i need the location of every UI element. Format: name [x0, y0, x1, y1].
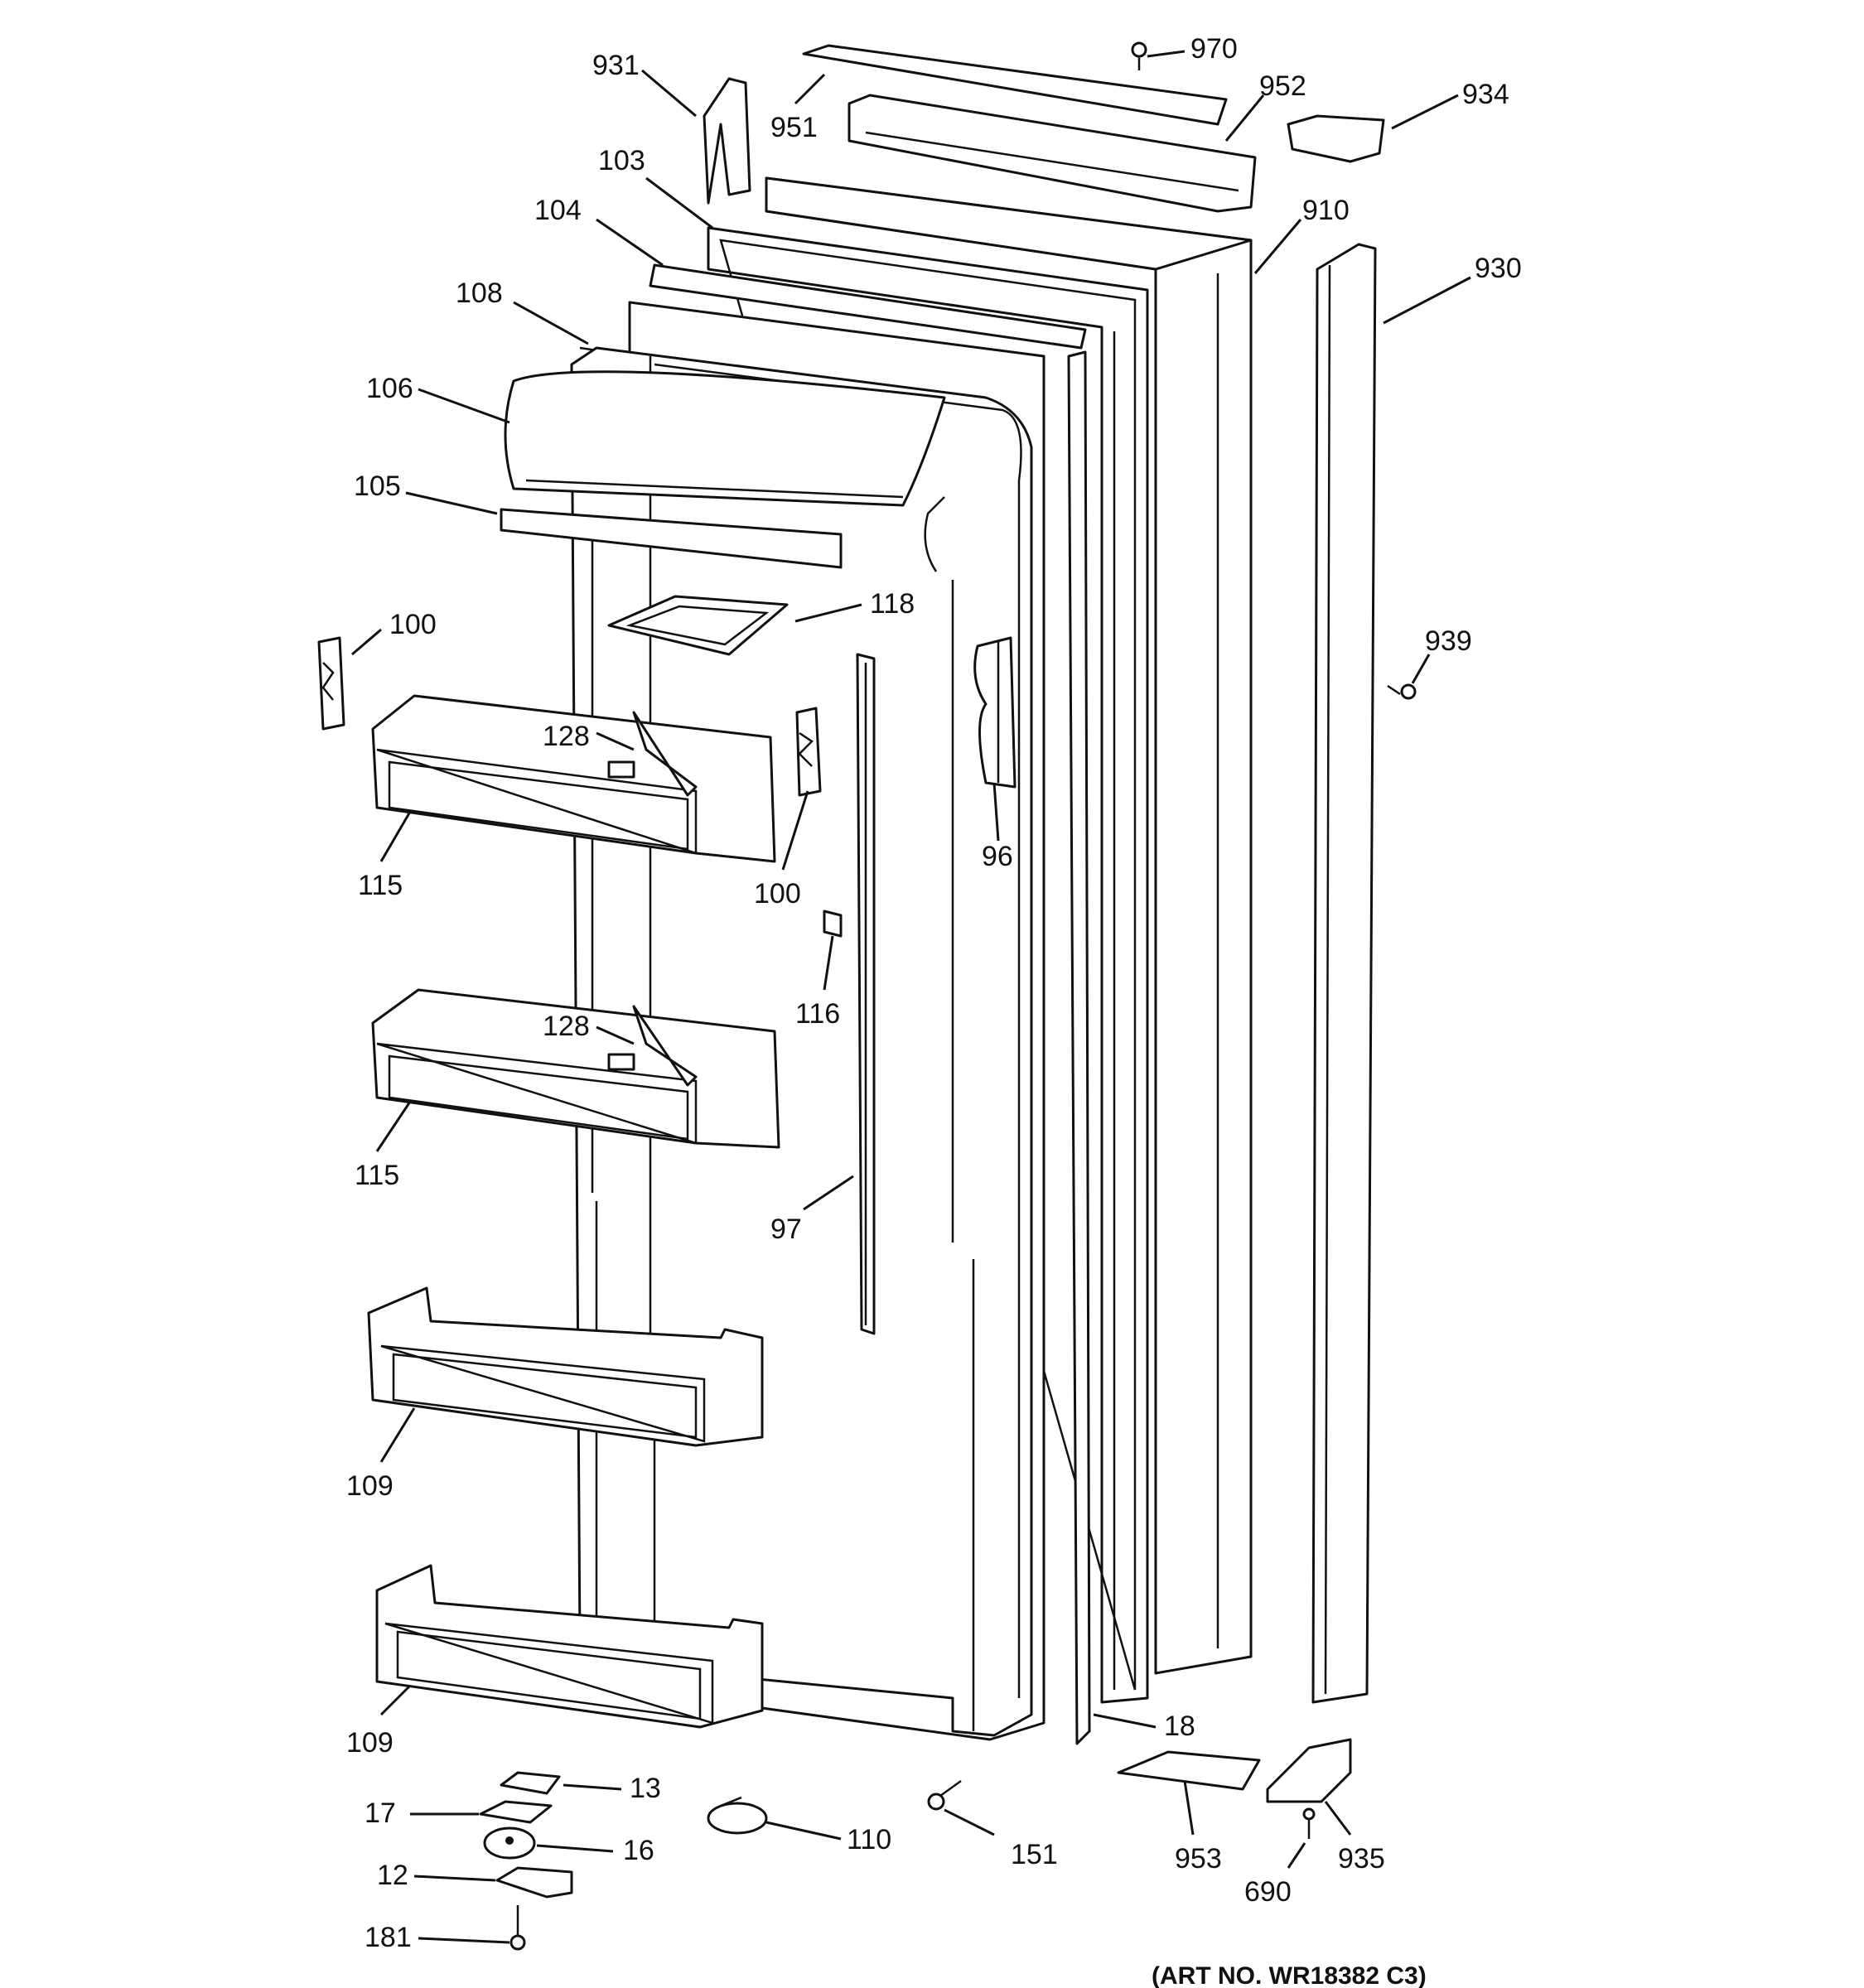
- door-handle-trim: [1311, 243, 1377, 1704]
- hinge-bushing-16: [483, 1826, 536, 1860]
- callout-13: 13: [630, 1773, 661, 1804]
- callout-128-upper: 128: [543, 721, 590, 752]
- callout-910: 910: [1302, 195, 1350, 226]
- callout-18: 18: [1164, 1711, 1195, 1742]
- callout-951: 951: [770, 112, 818, 143]
- callout-96: 96: [982, 841, 1013, 872]
- outer-door-panel: [765, 176, 1253, 1675]
- screw-181: [509, 1905, 526, 1951]
- bottom-channel-strip: [1067, 350, 1091, 1745]
- callout-690: 690: [1244, 1876, 1292, 1908]
- callout-952: 952: [1259, 70, 1306, 102]
- hinge-bracket-12: [495, 1866, 573, 1899]
- callout-12: 12: [377, 1860, 408, 1891]
- callout-953: 953: [1175, 1843, 1222, 1875]
- shelf-bracket-center: [795, 707, 822, 797]
- top-cap: [802, 44, 1228, 126]
- bottom-trim-953: [1117, 1750, 1261, 1791]
- screw-970: [1131, 41, 1147, 70]
- callout-109-lower: 109: [346, 1727, 394, 1759]
- callout-16: 16: [623, 1835, 654, 1866]
- screw-690: [1302, 1807, 1316, 1839]
- callout-labels: 970 931 951 952 934 103 104 910 930 108 …: [346, 33, 1522, 1988]
- door-shelf-lower: [375, 1564, 764, 1729]
- door-shelf-upper: [367, 1286, 764, 1447]
- trim-strip-97: [856, 653, 876, 1335]
- callout-105: 105: [354, 470, 401, 502]
- door-channel-left: [703, 77, 751, 205]
- callout-115-upper: 115: [358, 870, 403, 901]
- callout-935: 935: [1338, 1843, 1385, 1875]
- callout-108: 108: [456, 277, 503, 309]
- callout-100-center: 100: [754, 878, 801, 910]
- hinge-plate-13: [500, 1771, 561, 1795]
- dairy-door-hinge: [500, 508, 843, 569]
- callout-151: 151: [1011, 1839, 1058, 1870]
- callout-934: 934: [1462, 79, 1509, 110]
- callout-17: 17: [365, 1797, 396, 1829]
- bottom-hinge-935: [1266, 1738, 1352, 1803]
- callout-930: 930: [1475, 253, 1522, 284]
- callout-97: 97: [770, 1214, 802, 1245]
- callout-100-left: 100: [389, 609, 437, 640]
- screw-151: [927, 1779, 962, 1811]
- top-cap-cover: [847, 94, 1257, 213]
- callout-109-upper: 109: [346, 1470, 394, 1502]
- screw-939: [1387, 683, 1417, 700]
- leader-lines: [351, 50, 1471, 1944]
- hinge-shim-17: [479, 1800, 553, 1824]
- callout-970: 970: [1190, 33, 1238, 65]
- callout-106: 106: [366, 373, 413, 404]
- callout-931: 931: [592, 50, 640, 81]
- callout-939: 939: [1425, 625, 1472, 657]
- callout-110: 110: [847, 1824, 891, 1855]
- door-stop-110: [707, 1796, 768, 1835]
- shelf-bracket-left: [317, 636, 345, 731]
- callout-118: 118: [870, 588, 915, 620]
- door-bin-upper: [371, 694, 776, 863]
- art-number: (ART NO. WR18382 C3): [1152, 1962, 1427, 1988]
- callout-104: 104: [534, 195, 582, 226]
- callout-115-lower: 115: [355, 1160, 399, 1191]
- shelf-tray: [607, 595, 789, 656]
- door-latch: [823, 910, 843, 938]
- callout-103: 103: [598, 145, 645, 176]
- callout-128-lower: 128: [543, 1011, 590, 1042]
- trim-strip-96: [973, 636, 1017, 789]
- callout-116: 116: [795, 998, 840, 1030]
- callout-181: 181: [365, 1922, 412, 1953]
- top-hinge: [1287, 114, 1385, 163]
- liner-retainer-strip: [649, 263, 1087, 350]
- dairy-compartment-door: [504, 370, 946, 507]
- door-bin-lower: [371, 988, 780, 1149]
